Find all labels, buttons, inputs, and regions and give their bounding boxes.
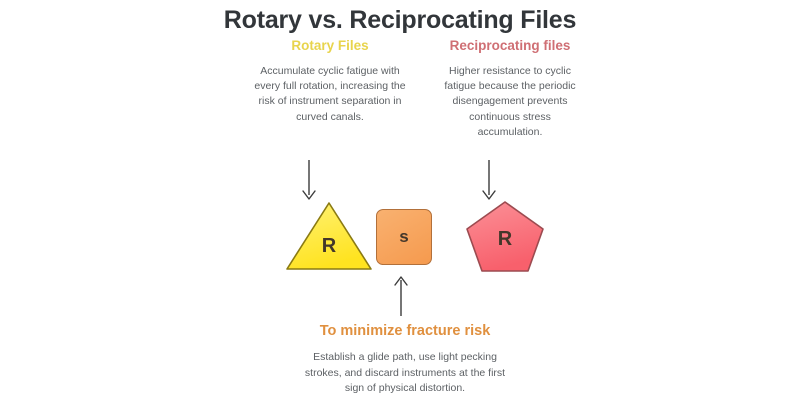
arrow-down-icon-rotary — [298, 160, 320, 209]
column-rotary-heading: Rotary Files — [291, 38, 369, 53]
arrow-down-icon-reciprocating — [478, 160, 500, 209]
shape-triangle-rotary[interactable]: R — [283, 199, 375, 273]
column-reciprocating-body: Higher resistance to cyclic fatigue beca… — [444, 64, 576, 138]
column-reciprocating-heading: Reciprocating files — [449, 38, 571, 53]
shape-square-strategy[interactable]: s — [376, 209, 432, 265]
column-rotary-body: Accumulate cyclic fatigue with every ful… — [254, 64, 406, 123]
shape-pentagon-reciprocating[interactable]: R — [464, 199, 546, 274]
shape-square-label: s — [399, 227, 409, 246]
bottom-body: Establish a glide path, use light peckin… — [304, 350, 506, 395]
bottom-heading: To minimize fracture risk — [319, 323, 491, 339]
column-reciprocating: Reciprocating files Higher resistance to… — [422, 38, 598, 140]
page-title: Rotary vs. Reciprocating Files — [223, 6, 577, 34]
section-minimize-fracture-risk: To minimize fracture risk Establish a gl… — [300, 322, 510, 397]
arrow-up-icon-fracture — [390, 274, 412, 321]
column-rotary: Rotary Files Accumulate cyclic fatigue w… — [242, 38, 418, 125]
